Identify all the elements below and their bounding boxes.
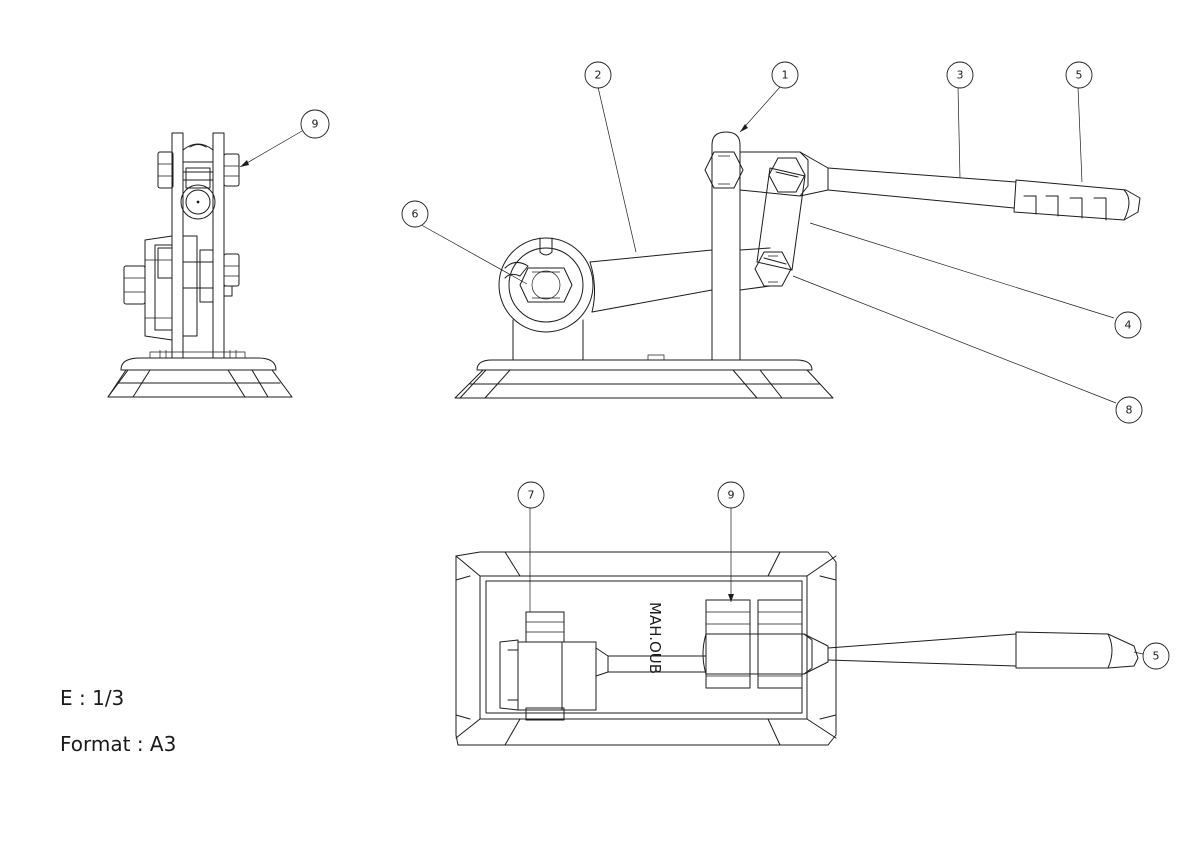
balloon-5-front: 5 (1076, 69, 1083, 82)
side-view: 9 (107, 109, 330, 398)
balloon-7: 7 (528, 489, 535, 502)
balloon-4: 4 (1125, 319, 1132, 332)
scale-label: E : 1/3 (60, 686, 125, 710)
engraving-text: MAH.OUB (646, 602, 664, 674)
front-view: 2 1 3 5 6 4 8 (401, 61, 1143, 424)
balloon-5-top: 5 (1153, 650, 1160, 663)
balloon-8: 8 (1126, 404, 1133, 417)
balloon-9-top: 9 (728, 489, 735, 502)
top-view: MAH.OUB 7 9 5 (455, 481, 1170, 746)
balloon-2: 2 (595, 69, 602, 82)
balloon-6: 6 (412, 208, 419, 221)
format-label: Format : A3 (60, 732, 177, 756)
balloon-1: 1 (782, 69, 789, 82)
balloon-9-side: 9 (312, 118, 319, 131)
balloon-3: 3 (957, 69, 964, 82)
